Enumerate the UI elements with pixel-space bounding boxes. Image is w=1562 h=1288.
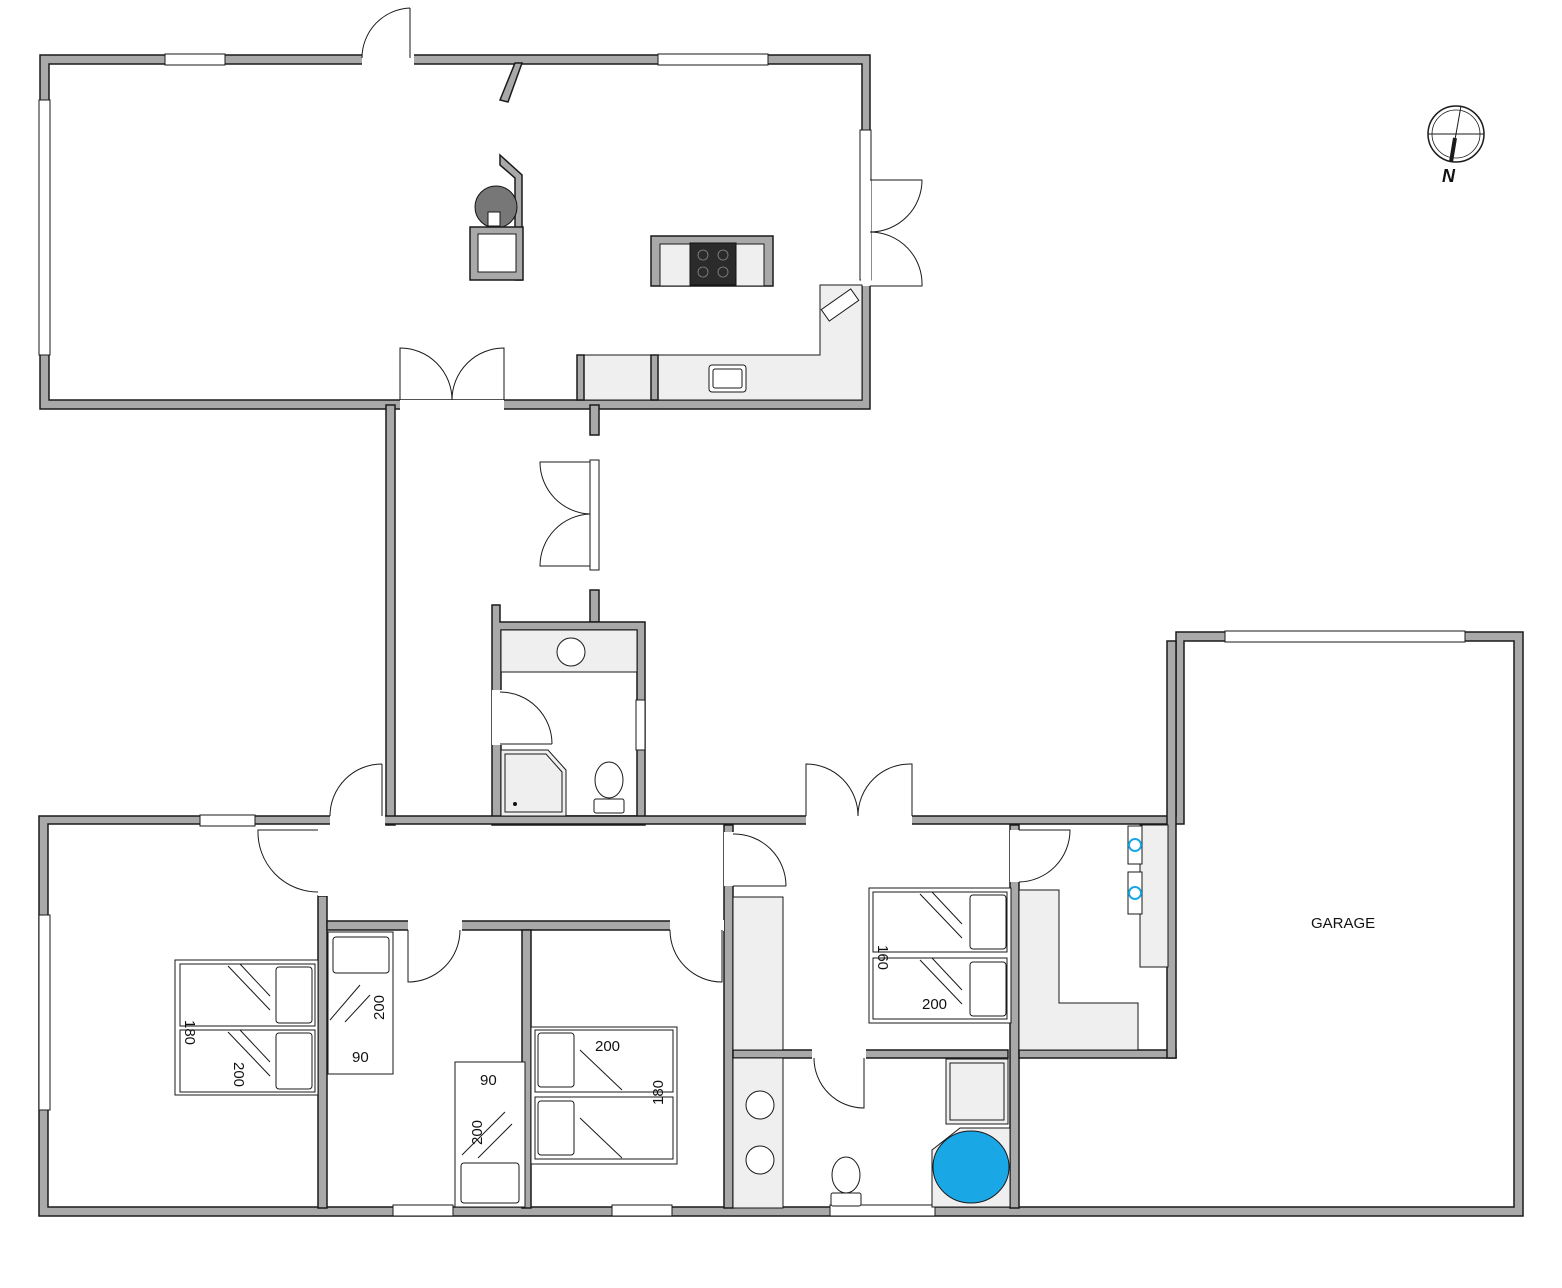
bed4-width-label: 180 bbox=[650, 1080, 667, 1105]
sink-icon bbox=[708, 364, 747, 393]
bed-labels: 180 200 200 90 90 200 200 180 160 200 bbox=[181, 945, 947, 1145]
guest-bathroom bbox=[500, 629, 638, 817]
kitchen bbox=[469, 185, 863, 401]
dishwasher-icon bbox=[820, 288, 860, 322]
toilet-icon bbox=[594, 761, 624, 799]
wall-corridor-east bbox=[589, 404, 600, 436]
beds bbox=[174, 887, 1012, 1208]
shower-icon bbox=[500, 749, 567, 817]
bed1-width-label: 180 bbox=[181, 1020, 198, 1045]
bed2-length-label: 200 bbox=[371, 995, 388, 1020]
sink-icon bbox=[745, 1145, 775, 1175]
wall-int-2 bbox=[326, 920, 726, 931]
sink-icon bbox=[556, 637, 586, 667]
bed5-width-label: 160 bbox=[874, 945, 891, 970]
compass-icon: N bbox=[1427, 105, 1485, 186]
garage-label: GARAGE bbox=[1311, 915, 1375, 932]
bed5-length-label: 200 bbox=[922, 996, 947, 1013]
dryer-icon bbox=[1127, 871, 1143, 915]
toilet-icon bbox=[831, 1156, 861, 1194]
washer-icon bbox=[1127, 825, 1143, 865]
bed2-width-label: 90 bbox=[352, 1049, 369, 1066]
wall-corridor-east-2 bbox=[589, 589, 600, 623]
wall-int-7 bbox=[1018, 1049, 1177, 1059]
shower-icon bbox=[945, 1058, 1009, 1125]
wall-int-5 bbox=[732, 1049, 1009, 1059]
sink-icon bbox=[745, 1090, 775, 1120]
utility bbox=[1018, 824, 1169, 1051]
bathtub-icon bbox=[932, 1130, 1010, 1204]
wall-corridor-west bbox=[385, 404, 396, 826]
compass-north-label: N bbox=[1442, 166, 1456, 186]
bed4-length-label: 200 bbox=[595, 1038, 620, 1055]
stove-icon bbox=[689, 242, 737, 286]
main-bathroom bbox=[830, 1058, 1011, 1208]
bed1-length-label: 200 bbox=[230, 1062, 247, 1087]
bed3-length-label: 200 bbox=[469, 1120, 486, 1145]
wall-int-1 bbox=[317, 895, 328, 1209]
bed3-width-label: 90 bbox=[480, 1072, 497, 1089]
